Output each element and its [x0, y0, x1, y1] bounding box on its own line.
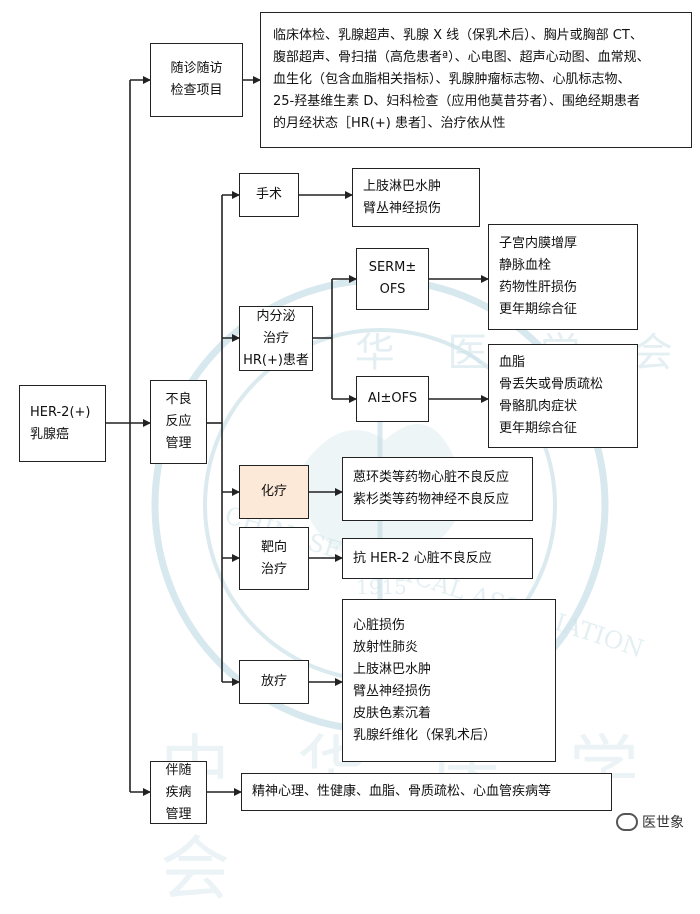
comorbidity-node-line: 管理: [165, 806, 192, 822]
chemotherapy-node: 化疗: [239, 465, 309, 519]
chemotherapy-detail-line: 紫杉类等药物神经不良反应: [353, 492, 510, 507]
radiotherapy-detail-line: 放射性肺炎: [353, 639, 419, 655]
radiotherapy-detail-line: 臂丛神经损伤: [353, 683, 432, 699]
followup-detail-line: 25-羟基维生素 D、妇科检查（应用他莫昔芬者）、围绝经期患者: [273, 94, 640, 109]
endocrine-node: 内分泌治疗 HR(+)患者: [239, 306, 313, 371]
comorbidity-node-line: 伴随: [165, 762, 192, 778]
chemotherapy-detail: 蒽环类等药物心脏不良反应紫杉类等药物神经不良反应: [342, 457, 533, 521]
ai-ofs-detail-line: 血脂: [499, 355, 526, 370]
targeted-therapy-node: 靶向治疗: [239, 527, 309, 590]
radiotherapy-node: 放疗: [239, 660, 309, 704]
root-node-line: 乳腺癌: [30, 426, 70, 442]
followup-detail: 临床体检、乳腺超声、乳腺 X 线（保乳术后）、胸片或胸部 CT、腹部超声、骨扫描…: [260, 12, 692, 148]
radiotherapy-detail-line: 皮肤色素沉着: [353, 705, 432, 721]
brand-label: 医世象: [642, 815, 684, 831]
endocrine-node-line: HR(+)患者: [243, 352, 309, 368]
serm-ofs-node-line: SERM±: [368, 260, 417, 275]
ai-ofs-node: AI±OFS: [356, 376, 429, 422]
comorbidity-node: 伴随疾病管理: [150, 761, 207, 824]
serm-ofs-node: SERM± OFS: [356, 248, 429, 310]
adverse-reaction-node-line: 不良: [165, 392, 192, 407]
ai-ofs-detail: 血脂骨丢失或骨质疏松骨骼肌肉症状更年期综合征: [488, 344, 638, 448]
comorbidity-detail-line: 精神心理、性健康、血脂、骨质疏松、心血管疾病等: [252, 784, 552, 799]
serm-ofs-detail: 子宫内膜增厚静脉血栓药物性肝损伤更年期综合征: [488, 224, 638, 330]
targeted-therapy-node-line: 靶向: [260, 539, 287, 555]
followup-detail-line: 的月经状态［HR(+) 患者］、治疗依从性: [273, 116, 506, 131]
serm-ofs-detail-line: 药物性肝损伤: [499, 280, 578, 295]
chemotherapy-detail-line: 蒽环类等药物心脏不良反应: [353, 470, 510, 485]
followup-node-line: 检查项目: [170, 83, 223, 98]
radiotherapy-detail: 心脏损伤放射性肺炎上肢淋巴水肿臂丛神经损伤皮肤色素沉着乳腺纤维化（保乳术后）: [342, 599, 556, 762]
root-node: HER-2(+) 乳腺癌: [19, 385, 106, 462]
radiotherapy-detail-line: 心脏损伤: [353, 617, 406, 633]
endocrine-node-line: 内分泌: [256, 308, 296, 324]
connector-lines: [106, 76, 489, 796]
chemotherapy-node-line: 化疗: [260, 484, 287, 499]
serm-ofs-detail-line: 静脉血栓: [499, 258, 552, 273]
ai-ofs-detail-line: 更年期综合征: [499, 421, 578, 436]
surgery-detail-line: 臂丛神经损伤: [363, 200, 442, 216]
followup-node: 随诊随访检查项目: [150, 43, 243, 117]
followup-node-line: 随诊随访: [170, 61, 223, 76]
root-node-line: HER-2(+): [30, 404, 91, 420]
followup-detail-line: 血生化（包含血脂相关指标）、乳腺肿瘤标志物、心肌标志物、: [273, 72, 631, 87]
targeted-therapy-node-line: 治疗: [260, 561, 287, 577]
adverse-reaction-node-line: 反应: [165, 414, 192, 429]
surgery-node: 手术: [239, 173, 299, 217]
serm-ofs-detail-line: 子宫内膜增厚: [499, 236, 578, 251]
radiotherapy-detail-line: 乳腺纤维化（保乳术后）: [353, 727, 497, 743]
targeted-therapy-detail: 抗 HER-2 心脏不良反应: [342, 538, 533, 579]
ai-ofs-detail-line: 骨骼肌肉症状: [499, 399, 578, 414]
surgery-detail-line: 上肢淋巴水肿: [363, 178, 442, 194]
comorbidity-node-line: 疾病: [165, 784, 192, 800]
adverse-reaction-node: 不良反应管理: [150, 380, 207, 464]
ai-ofs-node-line: AI±OFS: [367, 391, 418, 406]
surgery-detail: 上肢淋巴水肿臂丛神经损伤: [352, 168, 480, 227]
radiotherapy-detail-line: 上肢淋巴水肿: [353, 661, 432, 677]
brand-logo: 医世象: [616, 812, 684, 832]
serm-ofs-detail-line: 更年期综合征: [499, 302, 578, 317]
serm-ofs-node-line: OFS: [379, 282, 406, 297]
adverse-reaction-node-line: 管理: [165, 436, 192, 451]
wechat-eye-icon: [616, 813, 638, 831]
surgery-node-line: 手术: [255, 187, 282, 202]
ai-ofs-detail-line: 骨丢失或骨质疏松: [499, 377, 604, 392]
endocrine-node-line: 治疗: [262, 330, 289, 346]
targeted-therapy-detail-line: 抗 HER-2 心脏不良反应: [353, 550, 492, 566]
followup-detail-line: 临床体检、乳腺超声、乳腺 X 线（保乳术后）、胸片或胸部 CT、: [273, 28, 643, 43]
comorbidity-detail: 精神心理、性健康、血脂、骨质疏松、心血管疾病等: [241, 773, 612, 811]
followup-detail-line: 腹部超声、骨扫描（高危患者ª）、心电图、超声心动图、血常规、: [273, 50, 650, 65]
radiotherapy-node-line: 放疗: [260, 674, 287, 689]
